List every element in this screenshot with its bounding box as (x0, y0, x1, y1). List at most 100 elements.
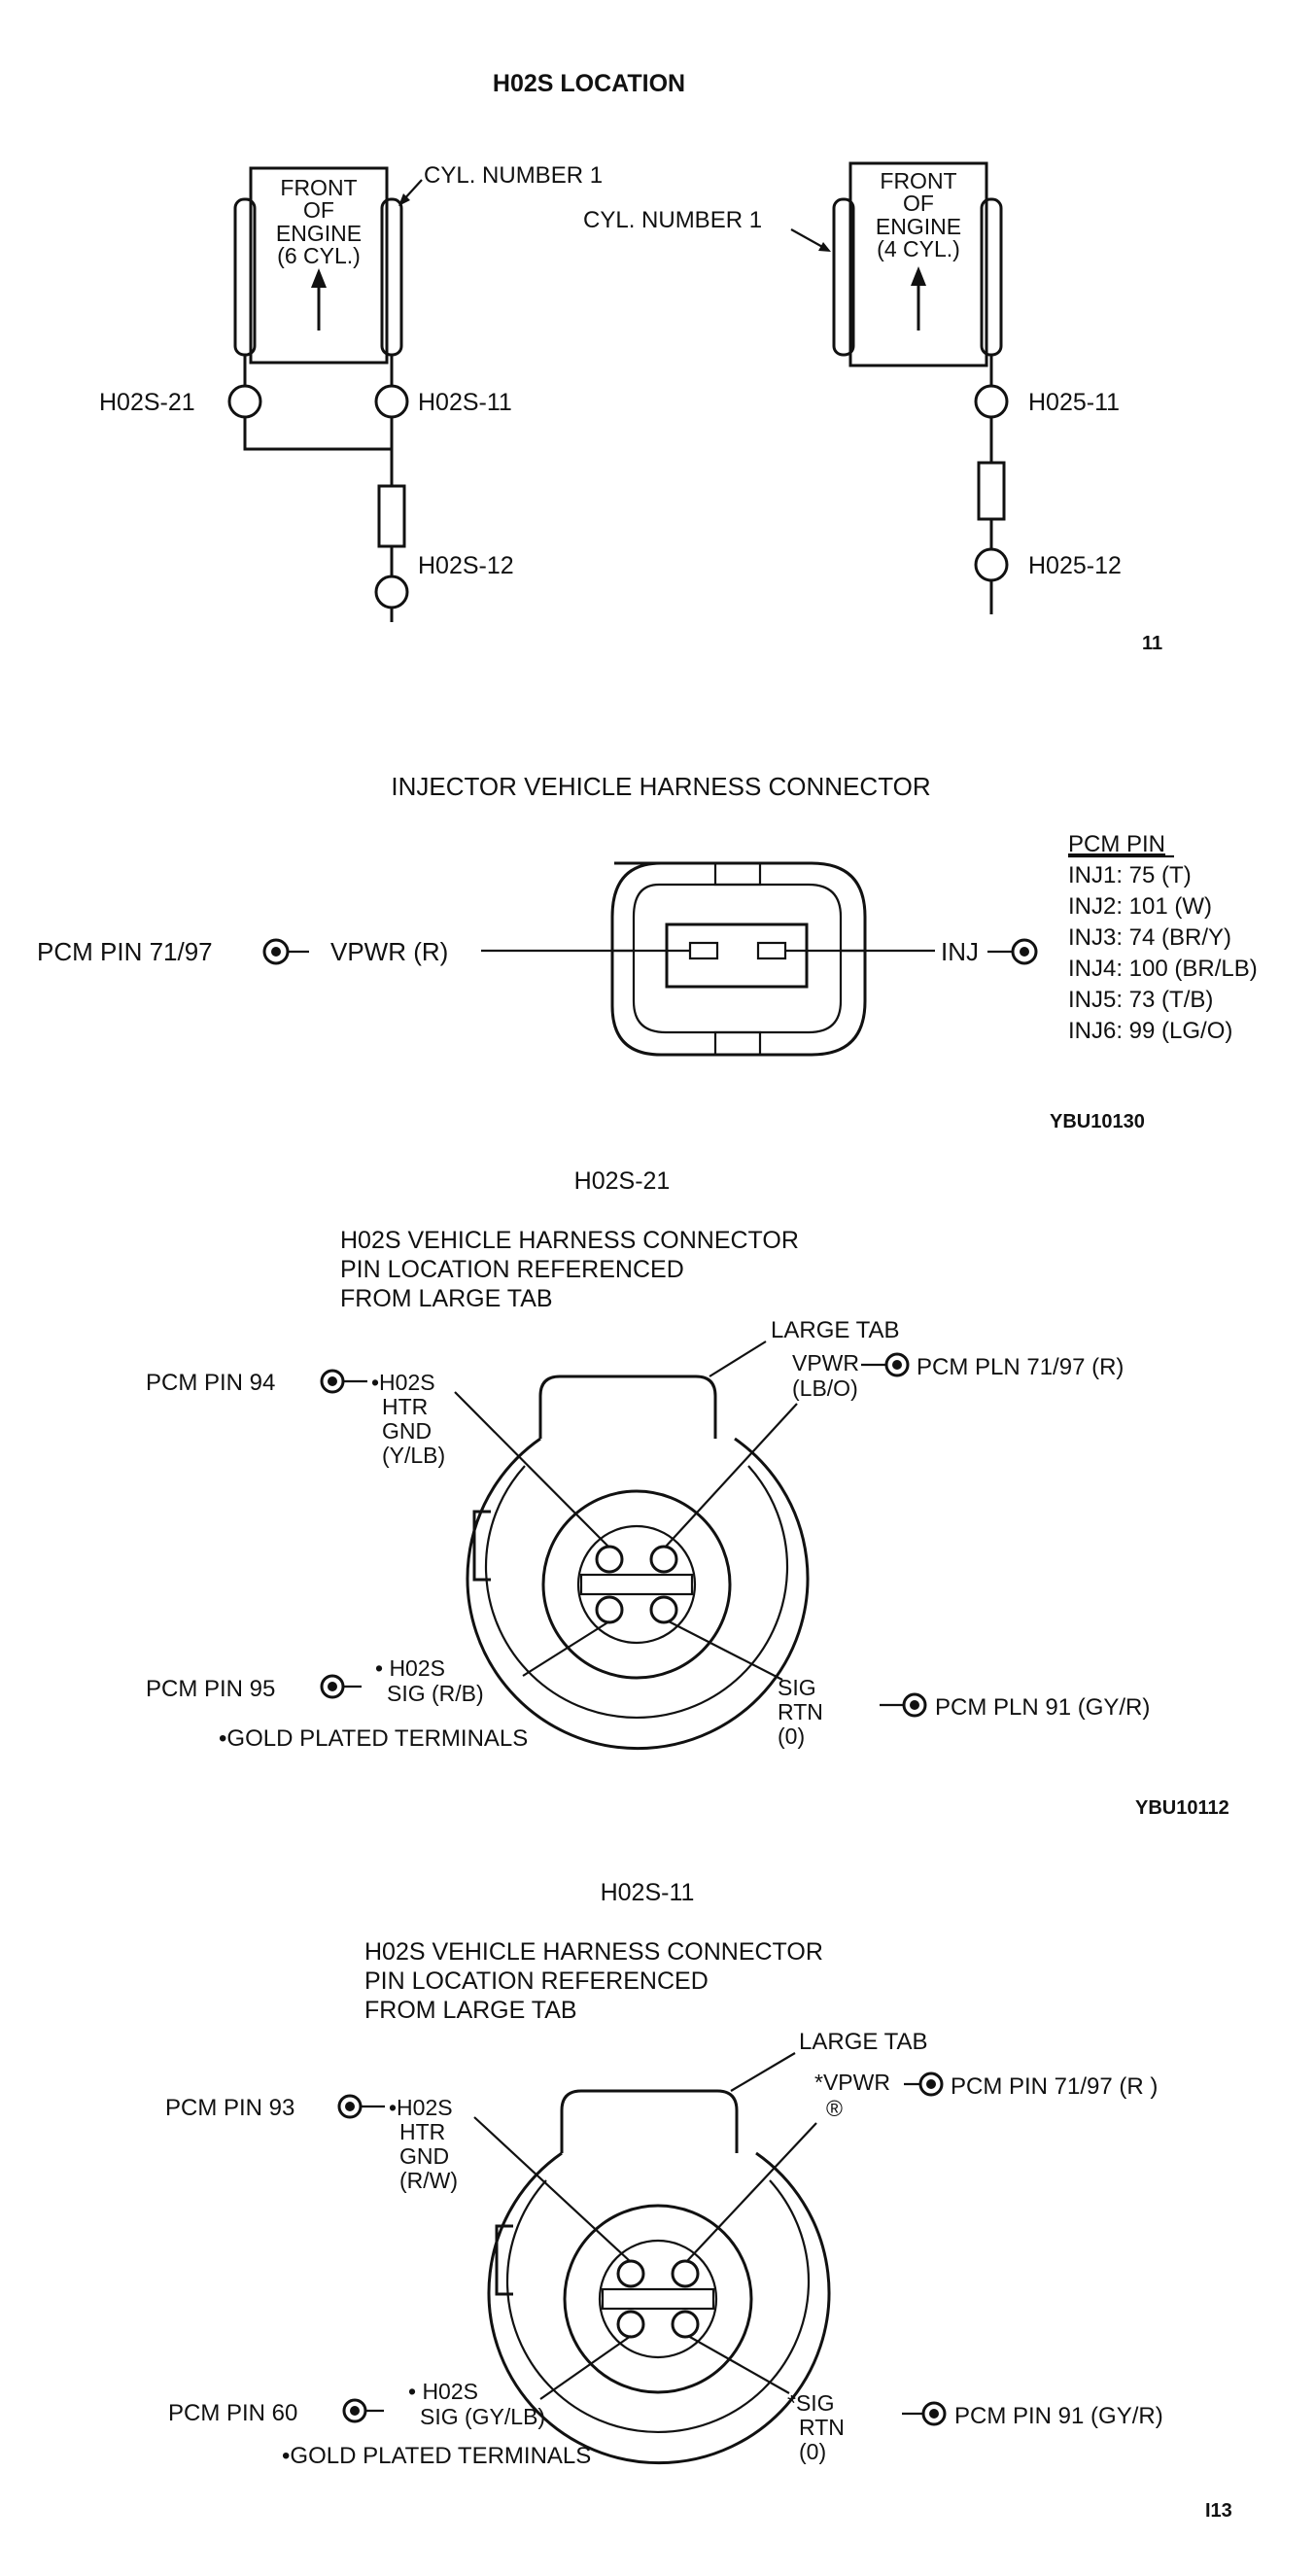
htr-gnd-leader (473, 2116, 632, 2263)
engine-6cyl: FRONT OF ENGINE (6 CYL.) CYL. NUMBER 1 H… (99, 162, 603, 622)
inj-pin-row: INJ4: 100 (BR/LB) (1068, 956, 1258, 982)
h02s-sig-leader (539, 2335, 632, 2400)
h02s-21-side-key (472, 1510, 491, 1582)
engine-6cyl-label-2: OF (303, 197, 334, 223)
front-arrow-head (311, 268, 327, 288)
engine-4cyl-label-3: ENGINE (876, 214, 961, 239)
h02s-11-section: H02S-11 H02S VEHICLE HARNESS CONNECTOR P… (165, 1879, 1232, 2522)
figure-number-11: 11 (1142, 633, 1162, 654)
inj-terminal (1011, 938, 1038, 965)
pcm-pin-60-terminal-dot (350, 2406, 360, 2416)
h02s-11-pin-1 (616, 2259, 645, 2288)
pcm-pin-94-terminal-dot (328, 1376, 337, 1386)
h02s-11-large-tab-pointer (730, 2052, 796, 2092)
cyl-pointer-right (790, 228, 825, 249)
h02s-11-connector-outer (487, 2151, 831, 2465)
htr-gnd-label: GND (382, 1418, 432, 1444)
htr-gnd-leader (454, 1391, 610, 1549)
h02s-location-title: H02S LOCATION (493, 70, 685, 97)
pcm-pin-95-label: PCM PIN 95 (146, 1676, 275, 1702)
htr-gnd-label: GND (399, 2143, 449, 2169)
engine-4cyl-bank-left (832, 197, 855, 357)
injector-connector-outer (610, 861, 867, 1057)
pcm-pin-94-label: PCM PIN 94 (146, 1370, 275, 1396)
h02s-21-subtitle-line: FROM LARGE TAB (340, 1285, 553, 1312)
injector-bottom-tab (713, 1030, 762, 1057)
pcm-91-terminal (902, 1692, 927, 1718)
h02s-sig-label: SIG (GY/LB) (420, 2404, 545, 2429)
figure-number-i13: I13 (1205, 2500, 1232, 2522)
pcm-pin-header: PCM PIN (1068, 831, 1165, 857)
h02s-21-large-tab-pointer (709, 1340, 767, 1377)
sensor-h02s-11-label: H02S-11 (418, 389, 512, 416)
cyl-number-label-left: CYL. NUMBER 1 (424, 162, 603, 189)
inj-pin-row: INJ2: 101 (W) (1068, 893, 1212, 920)
h02s-location-section: H02S LOCATION FRONT OF ENGINE (6 CYL.) C… (99, 70, 1162, 654)
inj-pin-row: INJ6: 99 (LG/O) (1068, 1018, 1232, 1044)
pcm-vpwr-terminal-dot (892, 1360, 902, 1370)
h02s-11-pin-ring (563, 2204, 753, 2394)
h02s-21-title: H02S-21 (574, 1167, 671, 1195)
pcm-91-label: PCM PLN 91 (GY/R) (935, 1694, 1150, 1721)
htr-gnd-label: HTR (399, 2119, 445, 2144)
pcm-pin-95-terminal-dot (328, 1682, 337, 1691)
engine-4cyl: FRONT OF ENGINE (4 CYL.) CYL. NUMBER 1 H… (583, 161, 1122, 614)
injector-connector-inner (632, 883, 843, 1034)
gold-plated-note: •GOLD PLATED TERMINALS (282, 2443, 591, 2469)
htr-gnd-label: •H02S (371, 1370, 435, 1395)
htr-gnd-label: HTR (382, 1394, 428, 1419)
catalytic-converter-right (977, 461, 1006, 521)
pcm-vpwr-terminal (918, 2071, 944, 2097)
pcm-pin-93-label: PCM PIN 93 (165, 2095, 294, 2121)
pcm-91-terminal-dot (929, 2409, 939, 2419)
engine-4cyl-label-4: (4 CYL.) (877, 236, 960, 261)
h02s-11-title: H02S-11 (601, 1879, 695, 1906)
h02s-21-connector-outer (466, 1437, 810, 1751)
sig-rtn-label: *SIG (787, 2390, 835, 2416)
h02s-11-pin-2 (671, 2259, 700, 2288)
h02s-11-subtitle-line: H02S VEHICLE HARNESS CONNECTOR (364, 1938, 823, 1966)
h02s-21-pin-face (576, 1524, 697, 1645)
injector-title: INJECTOR VEHICLE HARNESS CONNECTOR (391, 772, 930, 801)
front-arrow-head-right (911, 266, 926, 286)
sig-rtn-label: RTN (778, 1699, 823, 1724)
injector-terminal-2 (756, 941, 787, 960)
sig-rtn-label: RTN (799, 2415, 845, 2440)
cyl-number-label-right: CYL. NUMBER 1 (583, 207, 762, 233)
sensor-h02s-11-symbol (374, 384, 409, 419)
h02s-11-large-tab-label: LARGE TAB (799, 2029, 928, 2055)
inj-terminal-dot (1020, 947, 1029, 957)
pcm-pin-60-label: PCM PIN 60 (168, 2400, 297, 2426)
h02s-21-section: H02S-21 H02S VEHICLE HARNESS CONNECTOR P… (146, 1167, 1229, 1819)
h02s-11-pin-face (598, 2239, 718, 2359)
engine-4cyl-bank-right (980, 197, 1003, 357)
h02s-21-large-tab-label: LARGE TAB (771, 1317, 900, 1343)
sig-rtn-label: (0) (778, 1723, 805, 1749)
pcm-pin-93-terminal-dot (345, 2102, 355, 2111)
inj-pin-row: INJ5: 73 (T/B) (1068, 987, 1213, 1013)
engine-6cyl-label-3: ENGINE (276, 221, 362, 246)
h02s-21-large-tab (538, 1375, 717, 1439)
pcm-pin-left-terminal-dot (271, 947, 281, 957)
injector-top-tab (713, 861, 762, 887)
h02s-11-pin-bar (601, 2287, 715, 2311)
figure-id-ybu10112: YBU10112 (1135, 1797, 1229, 1819)
engine-6cyl-block (249, 166, 389, 365)
cyl-pointer-right-head (818, 242, 831, 252)
sig-rtn-leader (687, 2335, 790, 2394)
h02s-sig-label: • H02S (408, 2379, 478, 2404)
h02s-sig-leader (522, 1620, 610, 1677)
y-pipe (243, 417, 392, 451)
h02s-sig-label: SIG (R/B) (387, 1681, 484, 1706)
vpwr-label: *VPWR (814, 2070, 890, 2095)
h02s-21-pin-1 (595, 1545, 624, 1574)
pcm-91-label: PCM PIN 91 (GY/R) (954, 2403, 1163, 2429)
h02s-11-pin-3 (616, 2310, 645, 2339)
vpwr-label: ® (826, 2096, 843, 2121)
engine-6cyl-label-1: FRONT (280, 175, 357, 200)
catalytic-converter-left (377, 484, 406, 548)
injector-terminal-1 (688, 941, 719, 960)
sensor-h025-11-symbol (974, 384, 1009, 419)
pcm-vpwr-terminal (884, 1352, 910, 1377)
